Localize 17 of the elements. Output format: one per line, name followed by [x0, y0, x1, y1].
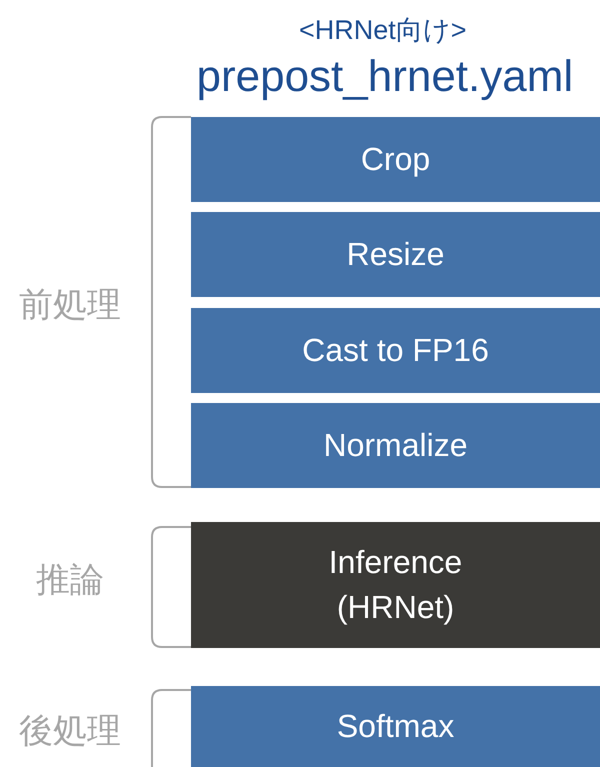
- process-box: [191, 403, 600, 488]
- box-label: Softmax: [336, 707, 454, 746]
- group-label: 推論: [36, 560, 104, 601]
- box-label: Crop: [360, 140, 430, 180]
- process-box: [191, 212, 600, 297]
- process-box: [191, 308, 600, 393]
- group-label: 後処理: [19, 711, 121, 752]
- process-box: [191, 117, 600, 202]
- subtitle: <HRNet向け>: [299, 14, 467, 47]
- box-label: Normalize: [323, 426, 468, 466]
- group-label: 前処理: [19, 285, 121, 326]
- inference-box: [191, 522, 600, 648]
- title: prepost_hrnet.yaml: [196, 52, 574, 102]
- process-box: [191, 686, 600, 767]
- box-label: Inference (HRNet): [328, 543, 464, 627]
- box-label: Resize: [346, 235, 444, 274]
- box-label: Cast to FP16: [302, 331, 489, 370]
